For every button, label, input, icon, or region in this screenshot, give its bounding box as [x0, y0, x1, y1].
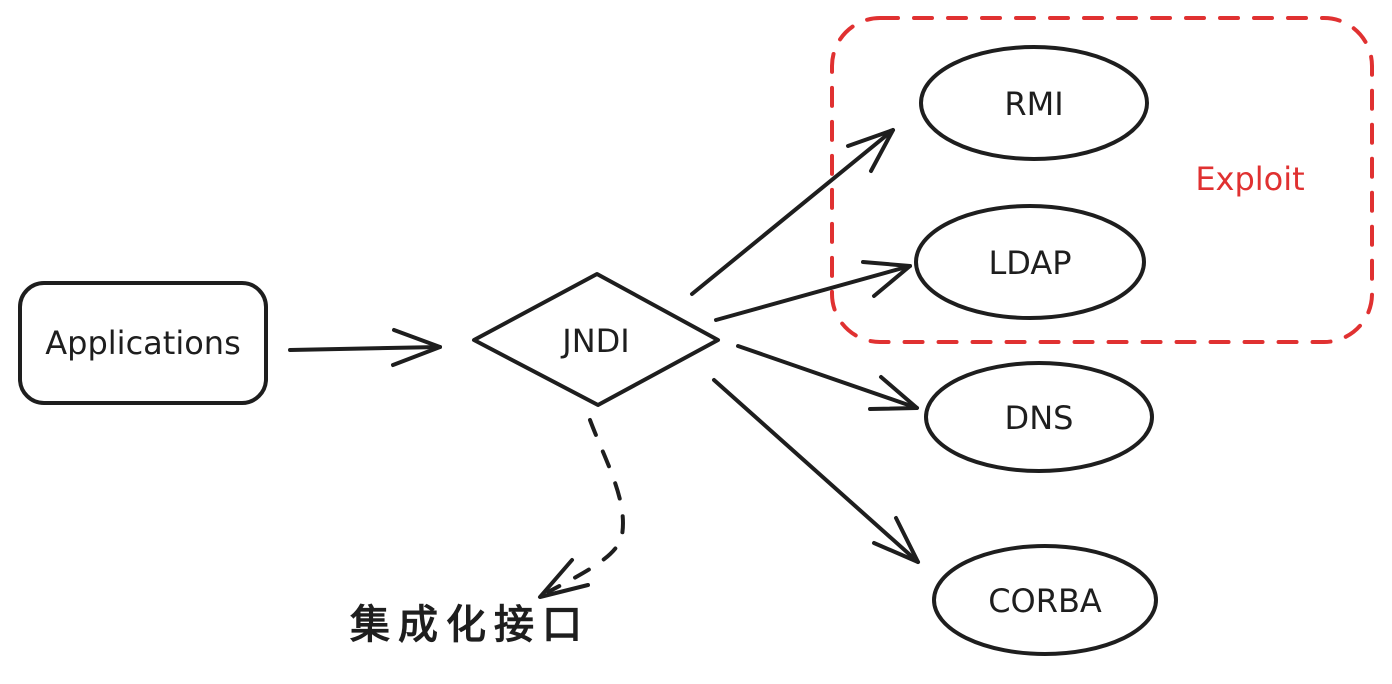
- applications-node[interactable]: Applications: [18, 281, 268, 405]
- rmi-node[interactable]: RMI: [919, 45, 1149, 161]
- dns-ellipse: [924, 361, 1154, 473]
- exploit-group-label: Exploit: [1195, 160, 1304, 198]
- annotation-label: 集成化接口: [349, 602, 590, 648]
- corba-ellipse: [932, 544, 1158, 656]
- edge-applications-jndi[interactable]: [288, 328, 442, 367]
- edge-line: [736, 344, 919, 410]
- arrowhead-icon: [868, 375, 919, 411]
- applications-label: Applications: [45, 324, 240, 362]
- ldap-node[interactable]: LDAP: [914, 204, 1146, 320]
- edge-line: [690, 128, 895, 296]
- dashed-edge-line: [546, 418, 625, 594]
- corba-node[interactable]: CORBA: [932, 544, 1158, 656]
- arrowhead-icon: [846, 128, 895, 173]
- edge-jndi-ldap[interactable]: [714, 260, 912, 322]
- arrowhead-icon: [861, 260, 912, 298]
- edge-jndi-rmi[interactable]: [690, 128, 895, 296]
- ldap-label: LDAP: [988, 244, 1071, 282]
- dns-node[interactable]: DNS: [924, 361, 1154, 473]
- edge-jndi-annotation[interactable]: [538, 418, 625, 599]
- arrowhead-icon: [538, 558, 590, 599]
- jndi-diamond: [472, 272, 720, 407]
- dns-label: DNS: [1005, 399, 1074, 437]
- edge-line: [714, 264, 912, 322]
- ldap-ellipse: [914, 204, 1146, 320]
- edge-jndi-dns[interactable]: [736, 344, 919, 411]
- jndi-label: JNDI: [560, 322, 629, 360]
- edge-line: [712, 378, 920, 564]
- corba-label: CORBA: [988, 582, 1102, 620]
- arrowhead-icon: [872, 516, 920, 564]
- applications-box: [18, 281, 268, 405]
- exploit-group-box[interactable]: [830, 16, 1374, 344]
- edge-jndi-corba[interactable]: [712, 378, 920, 564]
- arrowhead-icon: [391, 328, 442, 367]
- rmi-label: RMI: [1004, 85, 1063, 123]
- edge-line: [288, 345, 442, 352]
- rmi-ellipse: [919, 45, 1149, 161]
- jndi-node[interactable]: JNDI: [472, 272, 720, 407]
